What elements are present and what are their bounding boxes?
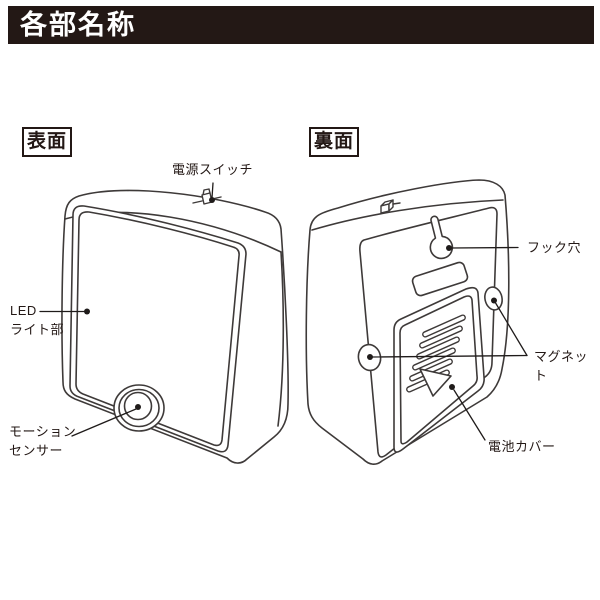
pointer-magnet-left bbox=[371, 354, 528, 358]
front-view-tag: 表面 bbox=[22, 127, 72, 157]
label-led-light: LED ライト部 bbox=[10, 303, 65, 337]
pointer-hook bbox=[450, 246, 519, 249]
battery-arrow-triangle bbox=[419, 368, 452, 397]
led-panel-outer bbox=[69, 205, 247, 453]
label-plate bbox=[411, 261, 469, 297]
pointer-lines bbox=[39, 182, 528, 441]
dot-magnet-left bbox=[367, 354, 373, 360]
dot-hook bbox=[446, 245, 452, 251]
led-panel-inner bbox=[75, 211, 240, 447]
back-power-switch-shape bbox=[380, 199, 401, 214]
label-battery-cover: 電池カバー bbox=[488, 439, 556, 454]
label-magnet: マグネット bbox=[534, 349, 589, 383]
front-device bbox=[61, 188, 289, 464]
dot-battery bbox=[449, 384, 455, 390]
back-device bbox=[305, 179, 510, 465]
dot-motion bbox=[135, 404, 141, 410]
dot-power-switch bbox=[209, 197, 215, 203]
pointer-motion bbox=[71, 408, 137, 437]
back-view-tag: 裏面 bbox=[309, 127, 359, 157]
pointer-power-switch bbox=[211, 182, 214, 199]
front-side-band-line bbox=[277, 251, 285, 427]
dot-magnet-right bbox=[491, 297, 497, 304]
pointer-battery bbox=[453, 389, 486, 441]
battery-cover-inner bbox=[399, 295, 478, 445]
label-power-switch: 電源スイッチ bbox=[172, 162, 254, 177]
dot-led bbox=[84, 308, 90, 315]
page-title: 各部名称 bbox=[8, 6, 594, 44]
label-hook-hole: フック穴 bbox=[527, 240, 582, 255]
back-top-band-line bbox=[311, 199, 504, 231]
label-motion-sensor: モーション センサー bbox=[9, 424, 77, 458]
pointer-magnet-right bbox=[494, 301, 528, 357]
